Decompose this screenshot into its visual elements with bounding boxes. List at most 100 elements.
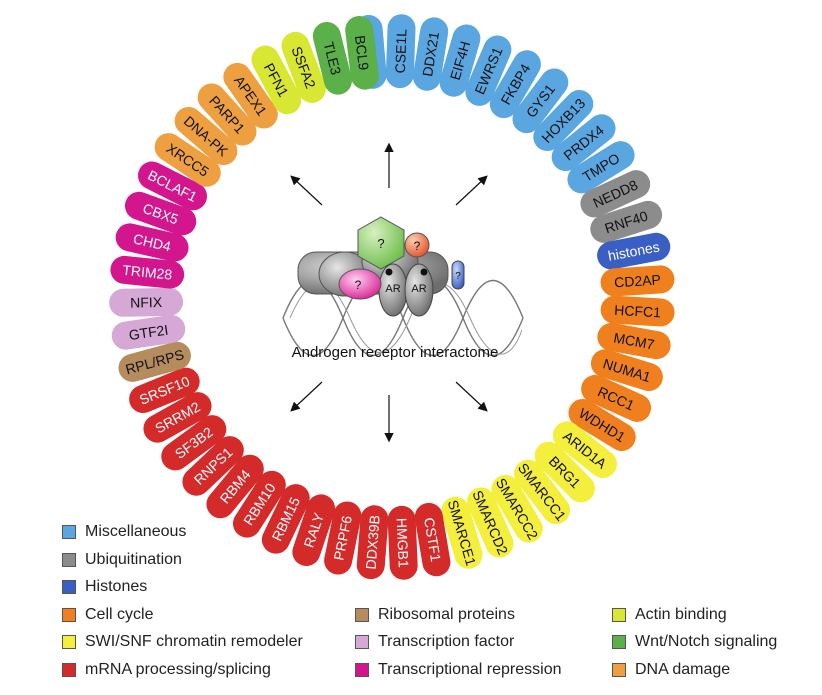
protein-pill: CBX5	[124, 191, 197, 236]
legend-swatch	[612, 662, 626, 677]
ellipse-question: ?	[355, 278, 362, 292]
protein-pill: WDHD1	[568, 399, 636, 451]
protein-pill-shape	[489, 50, 541, 119]
protein-pill-shape	[115, 223, 189, 262]
protein-pill: RALY	[292, 494, 336, 566]
protein-pill-shape	[534, 441, 595, 503]
protein-label: CSE1L	[392, 29, 410, 74]
protein-pill-shape	[552, 421, 617, 478]
protein-label: DDX39B	[362, 514, 382, 570]
ar-complex: ? ? AR AR ? ? Androgen receptor interact…	[282, 216, 524, 361]
protein-pill-shape	[533, 89, 594, 152]
legend-swatch	[355, 607, 369, 622]
protein-pill-shape	[154, 133, 221, 187]
ar-dot-2	[420, 268, 428, 276]
legend-label: mRNA processing/splicing	[85, 660, 271, 678]
legend-label: Miscellaneous	[85, 523, 187, 540]
protein-label: MCM7	[612, 329, 656, 352]
protein-pill: DNA-PK	[174, 106, 238, 166]
arrow-upper-right	[455, 175, 488, 206]
protein-label: CSTF1	[421, 516, 444, 563]
arrow-upper-left	[290, 175, 323, 206]
legend-swatch	[62, 607, 76, 622]
protein-pill: histones	[597, 232, 671, 270]
protein-pill-shape	[590, 349, 663, 392]
legend-label: Transcriptional repression	[378, 660, 562, 678]
protein-pill: DDX39B	[356, 505, 389, 580]
ar-label-2: AR	[411, 283, 426, 295]
legend-swatch	[62, 525, 76, 539]
protein-pill-shape	[345, 15, 379, 90]
arrow-lower-left	[290, 381, 323, 412]
protein-pill-shape	[223, 62, 278, 129]
protein-pill-shape	[439, 24, 481, 97]
legend-item: mRNA processing/splicing	[62, 660, 271, 680]
protein-pill-shape	[580, 170, 651, 218]
protein-pill-shape	[387, 505, 418, 580]
protein-pill-shape	[597, 232, 671, 270]
protein-ring: ACLYCSE1LDDX21EIF4HEWRS1FKBP4GYS1HOXB13P…	[109, 14, 675, 580]
circle-question: ?	[414, 239, 421, 253]
protein-pill-shape	[512, 68, 569, 134]
protein-pill-shape	[581, 374, 652, 422]
legend-item: Ubiquitination	[62, 550, 182, 570]
unknown-capsule	[451, 260, 465, 290]
protein-pill: RNF40	[590, 200, 663, 243]
protein-pill-shape	[600, 265, 675, 297]
protein-pill-shape	[568, 399, 636, 451]
legend-label: Wnt/Notch signaling	[635, 633, 778, 650]
protein-pill-shape	[414, 502, 451, 577]
protein-pill-shape	[109, 287, 184, 317]
legend-item: Transcription factor	[355, 632, 514, 652]
protein-pill-shape	[567, 141, 635, 194]
legend-item: DNA damage	[612, 660, 730, 680]
protein-pill: TLE3	[312, 21, 352, 95]
protein-pill-shape	[161, 415, 227, 471]
protein-pill-shape	[174, 106, 238, 166]
protein-label: DDX21	[419, 30, 442, 77]
protein-pill-shape	[590, 200, 663, 243]
legend-swatch	[612, 607, 626, 622]
protein-pill: DDX21	[413, 17, 449, 91]
protein-pill-shape	[465, 35, 512, 106]
protein-pill-shape	[118, 341, 191, 382]
protein-pill: EIF4H	[439, 24, 481, 97]
ar-subunit-2	[404, 263, 434, 317]
protein-pill-shape	[356, 505, 389, 580]
legend-item: Histones	[62, 577, 147, 597]
protein-pill-shape	[281, 31, 326, 103]
protein-label: HCFC1	[614, 302, 662, 321]
legend-label: Transcription factor	[378, 633, 515, 650]
protein-pill-shape	[312, 21, 352, 95]
protein-pill: HMGB1	[387, 505, 418, 580]
legend-swatch	[62, 635, 76, 649]
protein-label: GTF2I	[128, 322, 170, 344]
legend-swatch	[355, 662, 369, 677]
protein-pill: HCFC1	[600, 295, 675, 327]
protein-pill-shape	[413, 17, 449, 91]
ar-dot-1	[385, 268, 393, 276]
legend-label: Actin binding	[635, 605, 727, 623]
protein-pill: NFIX	[109, 287, 184, 317]
protein-label: BCL9	[352, 34, 372, 71]
ar-label-1: AR	[385, 283, 400, 295]
protein-pill: CSE1L	[385, 14, 416, 89]
protein-pill: CHD4	[115, 223, 189, 262]
protein-pill: TRIM28	[110, 255, 185, 289]
unknown-circle	[404, 232, 430, 258]
protein-pill-shape	[385, 14, 416, 89]
protein-pill-shape	[251, 45, 302, 115]
protein-pill-shape	[111, 314, 186, 350]
arrow-lower-right	[455, 381, 488, 412]
hexagon-question: ?	[377, 236, 384, 251]
legend-swatch	[62, 662, 76, 677]
protein-pill: MCM7	[597, 322, 671, 360]
protein-pill-shape	[491, 475, 543, 543]
protein-pill-shape	[597, 322, 671, 360]
legend-swatch	[612, 635, 626, 649]
legend-swatch	[355, 635, 369, 649]
protein-pill-shape	[129, 367, 200, 414]
protein-pill-shape	[206, 454, 264, 519]
legend-label: Ribosomal proteins	[378, 605, 515, 623]
legend-swatch	[62, 580, 76, 594]
